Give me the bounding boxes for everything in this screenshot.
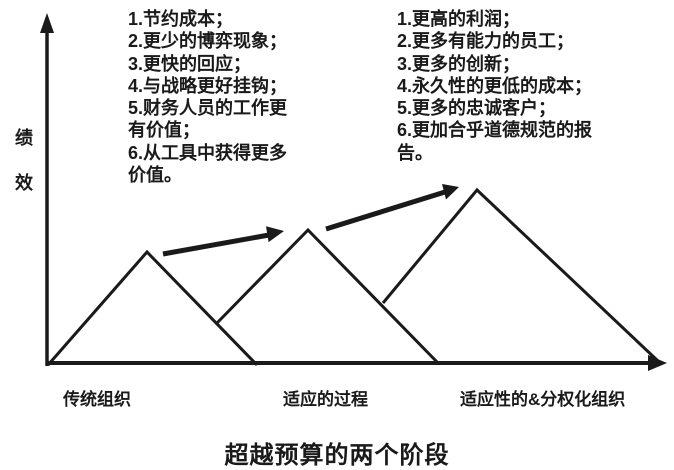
list-item: 2.更少的博弈现象； [128, 31, 288, 52]
y-axis-label-char-2: 效 [15, 173, 33, 193]
y-axis-label-char-1: 绩 [15, 128, 33, 148]
performance-wave-2 [215, 227, 440, 365]
transition-arrow-1 [162, 232, 270, 257]
list-item: 5.更多的忠诚客户； [397, 98, 557, 119]
list-item: 3.更多的创新； [397, 53, 521, 74]
performance-wave-3 [381, 187, 660, 363]
list-item: 6.更加合乎道德规范的报告。 [397, 120, 593, 163]
figure-caption: 超越预算的两个阶段 [224, 443, 450, 469]
y-axis-arrowhead-icon [40, 13, 54, 33]
performance-wave-1 [46, 249, 259, 367]
list-item: 6.从工具中获得更多价值。 [128, 142, 288, 186]
transition-arrow-1-head-icon [266, 226, 284, 243]
benefits-list-right: 1.更高的利润； 2.更多有能力的员工； 3.更多的创新； 4.永久性的更低的成… [397, 8, 605, 164]
y-axis-label: 绩 效 [13, 129, 35, 193]
list-item: 3.更快的回应； [128, 53, 252, 74]
x-axis-label-adaptive-decentralized-organization: 适应性的&分权化组织 [460, 390, 626, 409]
list-item: 1.节约成本； [128, 9, 234, 29]
x-axis-label-traditional-organization: 传统组织 [63, 390, 131, 409]
benefits-list-left: 1.节约成本； 2.更少的博弈现象； 3.更快的回应； 4.与战略更好挂钩； 5… [128, 8, 300, 186]
x-axis-arrowhead-icon [648, 355, 667, 371]
list-item: 1.更高的利润； [397, 9, 521, 29]
transition-arrow-2 [325, 189, 446, 232]
list-item: 2.更多有能力的员工； [397, 31, 575, 52]
list-item: 4.与战略更好挂钩； [128, 75, 288, 96]
x-axis-label-adaptive-process: 适应的过程 [283, 390, 368, 409]
list-item: 4.永久性的更低的成本； [397, 75, 593, 96]
transition-arrow-2-head-icon [442, 184, 459, 200]
list-item: 5.财务人员的工作更有价值； [128, 98, 288, 141]
